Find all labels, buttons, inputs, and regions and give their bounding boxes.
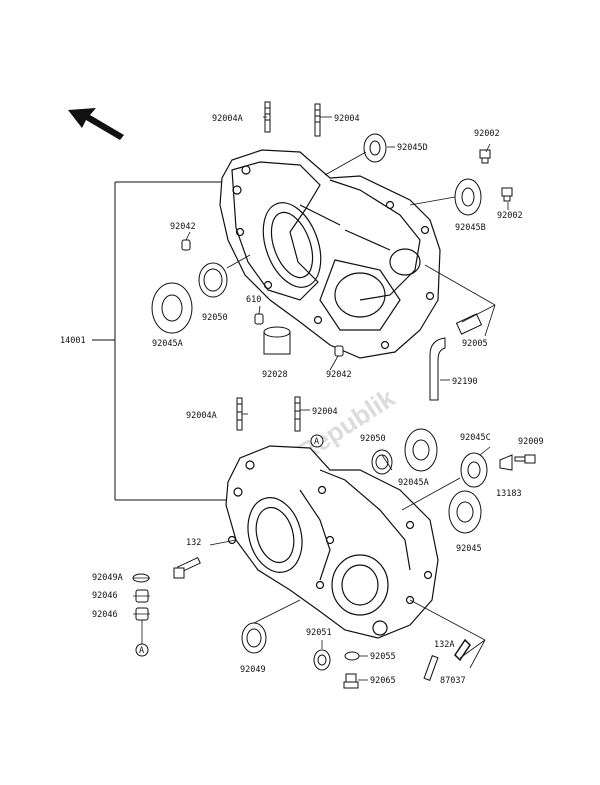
bearing-92045B [454,178,482,216]
label-610: 610 [246,295,261,305]
stud-92004-top [314,103,321,137]
marker-A-top: A [310,434,324,448]
bearing-92045A-a [151,282,193,334]
label-92045D: 92045D [397,143,428,153]
marker-A-top-label: A [314,437,319,447]
upper-crankcase-half [219,149,441,359]
stud-92004A-bot [236,397,243,431]
label-92049: 92049 [240,665,266,675]
bolt-92002-b [501,187,513,202]
label-92046-b: 92046 [92,610,118,620]
seal-92049 [241,622,267,654]
marker-A-bot: A [135,643,149,657]
leader-lines [133,116,509,681]
label-92028: 92028 [262,370,288,380]
label-92004-bot: 92004 [312,407,338,417]
label-92045A-b: 92045A [398,478,429,488]
bearing-92045D [363,133,387,163]
label-92055: 92055 [370,652,396,662]
label-92002-a: 92002 [474,129,500,139]
label-92045C: 92045C [460,433,491,443]
bolt-132A [423,655,439,681]
label-92004-top: 92004 [334,114,360,124]
label-14001: 14001 [60,336,86,346]
dowel-92042-a [181,239,191,251]
seal-92051 [313,649,331,671]
bearing-92045 [448,490,482,534]
bracket-14001 [92,181,232,501]
marker-A-bot-label: A [139,646,144,656]
washer-92055 [344,651,360,661]
clamp-87037 [454,638,471,662]
seal-92050-b [371,449,393,475]
seal-92050-a [198,262,228,298]
label-92009: 92009 [518,437,544,447]
hose-92190 [429,337,446,401]
label-92065: 92065 [370,676,396,686]
label-92042-b: 92042 [326,370,352,380]
label-92042-a: 92042 [170,222,196,232]
bolt-92002-a [479,149,491,164]
label-92050-b: 92050 [360,434,386,444]
stud-92004-bot [294,396,301,432]
label-92004A-bot: 92004A [186,411,217,421]
screw-92009 [514,454,536,464]
collar-92028 [263,326,291,355]
label-87037: 87037 [440,676,466,686]
fitting-92005 [455,313,483,335]
label-92004A-top: 92004A [212,114,243,124]
label-132: 132 [186,538,201,548]
label-92051: 92051 [306,628,332,638]
bolt-132 [173,556,201,579]
label-92005: 92005 [462,339,488,349]
label-92045: 92045 [456,544,482,554]
lower-crankcase-half [225,445,439,639]
bearing-92045A-b [404,428,438,472]
front-direction-arrow-icon [68,108,124,140]
label-92045B: 92045B [455,223,486,233]
label-92190: 92190 [452,377,478,387]
plate-13183 [499,454,513,471]
part-labels: 92004A 92004 92045D 92002 92002 92045B 9… [60,114,544,686]
dowel-92042-b [334,345,344,357]
label-92050-a: 92050 [202,313,228,323]
label-13183: 13183 [496,489,522,499]
bearing-92045C [460,452,488,488]
label-92045A-a: 92045A [152,339,183,349]
pin-610 [254,313,264,325]
label-132A: 132A [434,640,454,650]
label-92002-b: 92002 [497,211,523,221]
label-92046-a: 92046 [92,591,118,601]
plug-92065 [343,673,359,689]
label-92049A: 92049A [92,573,123,583]
